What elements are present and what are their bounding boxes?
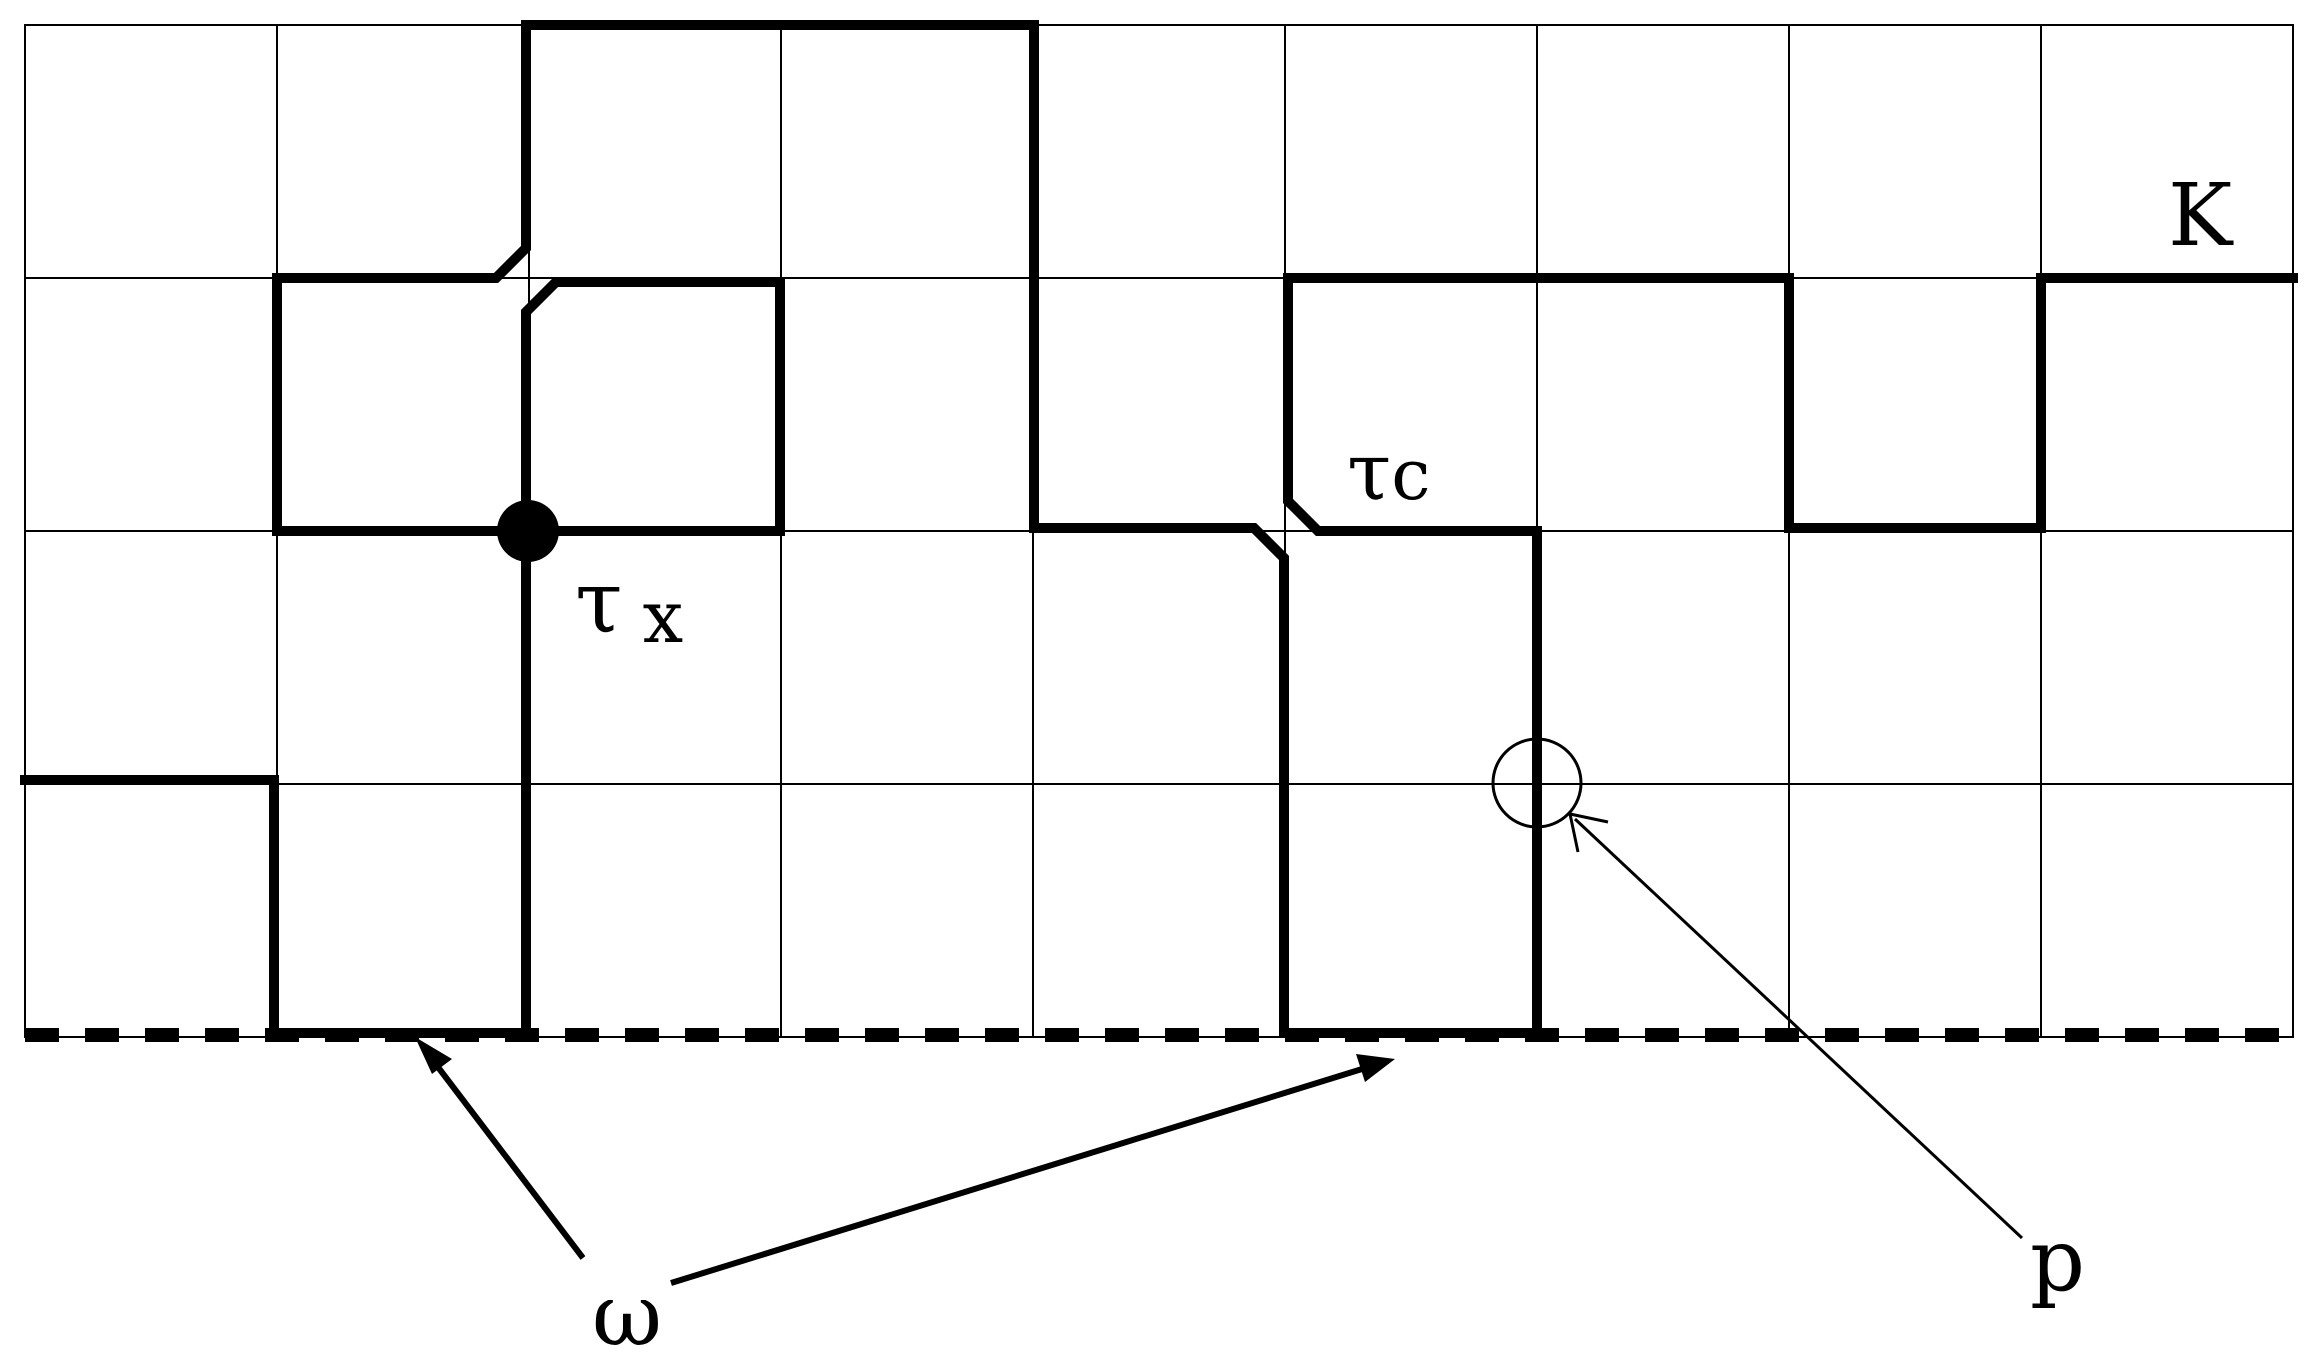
label-omega: ω bbox=[592, 1266, 662, 1366]
omega-arrow-right-shaft bbox=[670, 1062, 1376, 1286]
omega-arrow-left-head bbox=[415, 1037, 452, 1074]
p-arrow-shaft bbox=[1573, 817, 2024, 1240]
tau-x-point bbox=[497, 500, 559, 562]
label-tau-x-sub: x bbox=[643, 575, 684, 659]
label-tau-c: τc bbox=[1347, 425, 1430, 518]
label-p: p bbox=[2030, 1211, 2085, 1311]
label-tau-c-base: τ bbox=[1347, 425, 1391, 518]
label-tau-x-base: τ bbox=[575, 553, 623, 653]
contour-main-upper bbox=[521, 277, 785, 536]
label-tau-c-sub: c bbox=[1391, 434, 1430, 516]
omega-arrow-left-shaft bbox=[422, 1048, 586, 1260]
omega-arrows bbox=[415, 1037, 1395, 1286]
p-arrow-head bbox=[1568, 812, 1609, 853]
p-arrow bbox=[1568, 812, 2024, 1240]
contour-left-loop bbox=[272, 20, 2298, 1038]
p-marker-circle bbox=[1491, 737, 1583, 829]
omega-arrow-right-head bbox=[1356, 1054, 1395, 1082]
contour-left-segment bbox=[20, 526, 531, 1038]
label-k: K bbox=[2168, 166, 2234, 266]
